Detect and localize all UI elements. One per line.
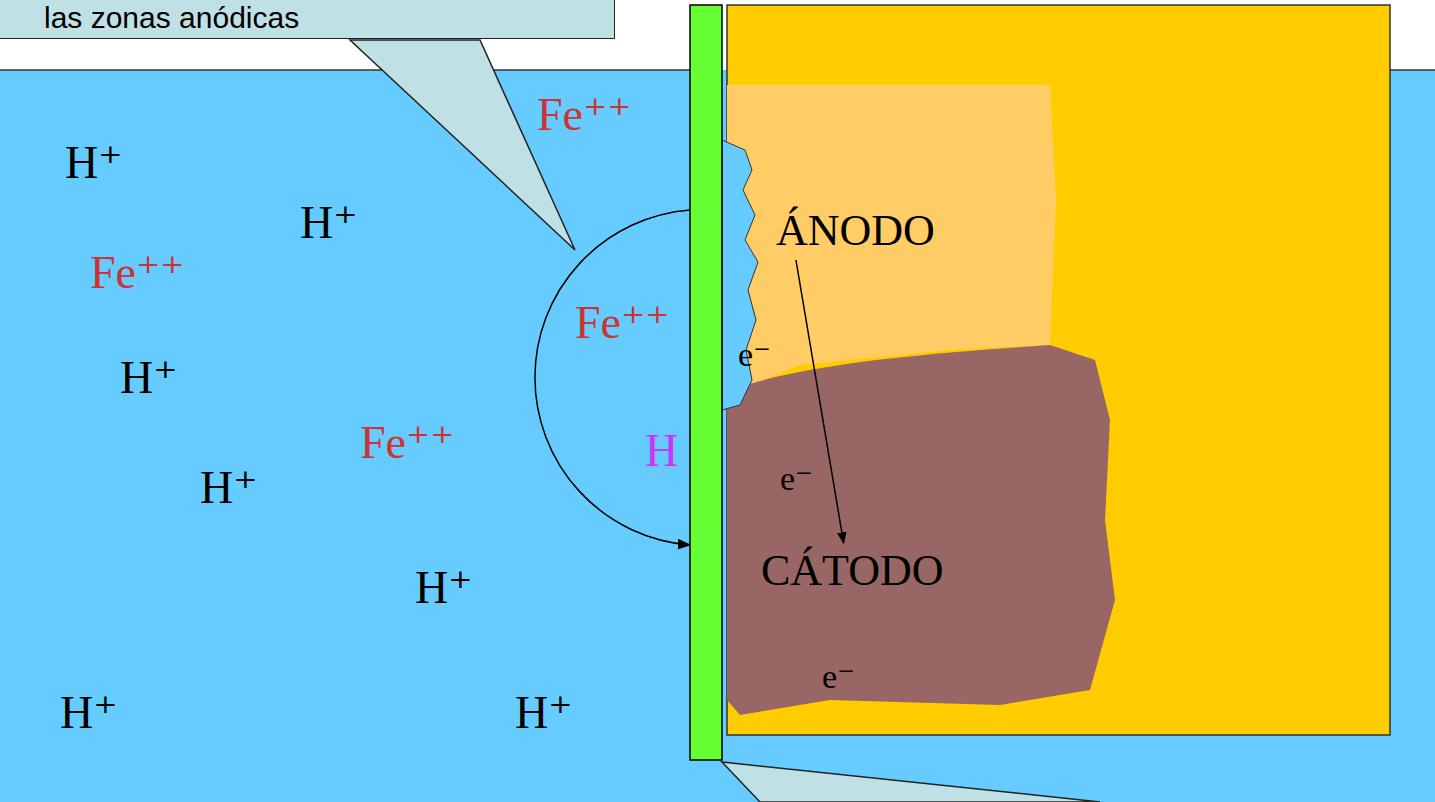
electron-label: e⁻ (822, 660, 855, 694)
callout-box: las zonas anódicas (0, 0, 615, 39)
ion-label: H⁺ (120, 355, 178, 401)
ion-label: Fe⁺⁺ (360, 420, 455, 466)
callout-text: las zonas anódicas (44, 1, 604, 34)
region-label: CÁTODO (755, 545, 952, 598)
region-name: ÁNODO (776, 207, 937, 255)
electron-label: e⁻ (780, 462, 813, 496)
gas-label: H (645, 428, 678, 474)
ion-label: H⁺ (300, 200, 358, 246)
callout-tail (350, 40, 575, 250)
ion-label: H⁺ (200, 465, 258, 511)
water-surface (1390, 69, 1435, 71)
coating-film (690, 5, 722, 760)
ion-label: Fe⁺⁺ (537, 92, 632, 138)
water-surface (0, 69, 690, 71)
ion-label: H⁺ (515, 690, 573, 736)
region-name: CÁTODO (761, 547, 946, 595)
metal-block (727, 5, 1390, 735)
region-label: ÁNODO (770, 205, 943, 258)
electron-flow-arrow (796, 260, 844, 543)
ion-label: Fe⁺⁺ (575, 300, 670, 346)
cathode-region (727, 345, 1115, 715)
ion-flow-arc (535, 210, 690, 545)
electron-label: e⁻ (738, 338, 771, 372)
ion-label: H⁺ (415, 565, 473, 611)
ion-label: H⁺ (60, 690, 118, 736)
ion-label: Fe⁺⁺ (90, 250, 185, 296)
callout-tail (722, 762, 1100, 802)
ion-label: H⁺ (65, 140, 123, 186)
